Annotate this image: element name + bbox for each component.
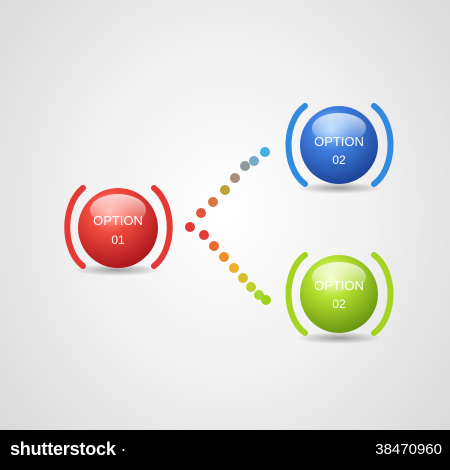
node-bracket-right xyxy=(371,252,394,336)
connector-lower xyxy=(199,230,271,305)
node-label-line2: 02 xyxy=(332,153,346,167)
node-label-line2: 01 xyxy=(111,233,125,247)
options-diagram: OPTION 01 OPTION 02 OPTION 02 xyxy=(64,103,394,344)
node-label-line1: OPTION xyxy=(314,134,364,149)
connector-dot xyxy=(185,222,195,232)
option-02-blue-node[interactable]: OPTION 02 xyxy=(285,103,394,194)
connector-dot xyxy=(229,263,239,273)
connector-dot xyxy=(209,241,219,251)
connector-dot xyxy=(254,290,264,300)
connector-dot xyxy=(199,230,209,240)
connector-dot xyxy=(219,252,229,262)
option-02-green-node[interactable]: OPTION 02 xyxy=(285,252,394,344)
connector-dot xyxy=(246,282,256,292)
brand-logo: shutterstock · xyxy=(10,439,126,460)
connector-upper xyxy=(185,147,270,232)
connector-dot xyxy=(249,156,259,166)
node-label-line1: OPTION xyxy=(93,213,143,228)
node-shadow xyxy=(297,332,381,344)
node-gloss xyxy=(312,262,366,292)
brand-name: shutterstock xyxy=(10,439,116,459)
node-bracket-left xyxy=(285,252,308,336)
node-bracket-left xyxy=(285,103,308,187)
footer-bar: shutterstock · 38470960 xyxy=(0,430,450,470)
connector-dot xyxy=(208,197,218,207)
connector-dot xyxy=(220,185,230,195)
connector-dot xyxy=(196,208,206,218)
node-label-line2: 02 xyxy=(332,297,346,311)
node-bracket-left xyxy=(64,185,86,269)
connector-dot xyxy=(261,295,271,305)
stock-id: 38470960 xyxy=(375,441,442,458)
node-gloss xyxy=(312,113,366,143)
node-shadow xyxy=(297,182,381,194)
node-bracket-right xyxy=(151,185,173,269)
node-shadow xyxy=(73,264,161,276)
connector-dot xyxy=(238,273,248,283)
connector-dot xyxy=(240,161,250,171)
brand-suffix: · xyxy=(115,439,127,459)
connector-dot xyxy=(260,147,270,157)
option-01-node[interactable]: OPTION 01 xyxy=(64,185,173,276)
connector-dot xyxy=(230,173,240,183)
node-bracket-right xyxy=(371,103,394,187)
node-gloss xyxy=(90,194,146,226)
node-label-line1: OPTION xyxy=(314,278,364,293)
